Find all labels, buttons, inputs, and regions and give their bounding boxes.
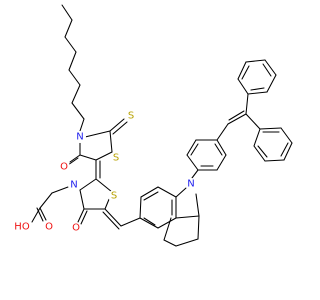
bonds xyxy=(31,4,293,247)
atom-n-thiazolidinone: N xyxy=(68,179,80,191)
atom-o-rhodanine: O xyxy=(58,161,70,173)
atom-n-indole-label: N xyxy=(187,179,194,190)
atom-s-thiazolidinone-label: S xyxy=(111,191,117,202)
atom-o-rhodanine-label: O xyxy=(60,162,68,173)
atom-s-thione-label: S xyxy=(128,111,134,122)
atom-s-rhodanine-ring: S xyxy=(110,152,122,164)
molecule-canvas: S N S O N S O O xyxy=(13,4,293,247)
atom-s-rhodanine-ring-label: S xyxy=(113,153,119,164)
atom-n-indole: N xyxy=(185,178,197,190)
atom-hydroxyl: HO xyxy=(13,221,31,233)
atom-n-rhodanine: N xyxy=(74,131,86,143)
atom-labels: S N S O N S O O xyxy=(13,110,197,234)
atom-o-carbonyl-acid-label: O xyxy=(45,222,53,233)
atom-n-thiazolidinone-label: N xyxy=(70,180,77,191)
atom-s-thione: S xyxy=(125,110,137,122)
atom-hydroxyl-label: HO xyxy=(14,222,30,233)
atom-o-thiazolidinone-label: O xyxy=(72,223,80,234)
atom-o-thiazolidinone: O xyxy=(70,222,82,234)
atom-s-thiazolidinone: S xyxy=(108,190,120,202)
atom-o-carbonyl-acid: O xyxy=(43,221,55,233)
structure-drawing: S N S O N S O O xyxy=(13,4,293,247)
atom-n-rhodanine-label: N xyxy=(76,132,83,143)
